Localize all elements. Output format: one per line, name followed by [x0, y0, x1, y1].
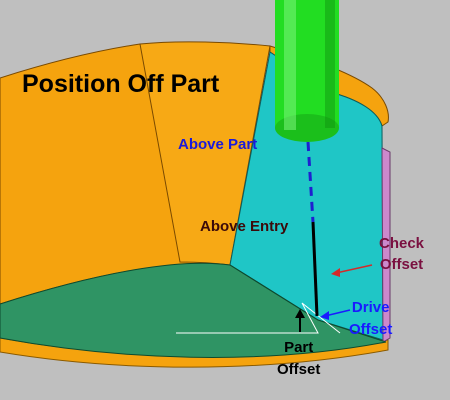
part-offset-line-2: Offset: [277, 360, 321, 378]
above-entry-label: Above Entry: [200, 218, 289, 235]
part-offset-label: Part Offset: [277, 337, 320, 381]
check-arrow-line: [335, 264, 373, 274]
drive-offset-line-1: Drive: [351, 299, 390, 316]
check-offset-label: Check Offset: [379, 233, 424, 275]
drive-offset-line-2: Offset: [349, 320, 393, 338]
tool-shadow: [325, 0, 335, 128]
part-arrow-icon: [295, 309, 305, 332]
tool-highlight: [284, 0, 296, 130]
pointer-arrow-icon: [331, 264, 373, 277]
check-offset-line-1: Check: [379, 235, 425, 252]
check-surface: [381, 147, 391, 343]
drive-arrow-line: [324, 309, 351, 317]
check-arrow-head: [331, 268, 340, 277]
drive-offset-label: Drive Offset: [349, 297, 392, 341]
above-part-label: Above Part: [178, 136, 258, 153]
drive-arrow-icon: [320, 309, 351, 320]
drive-arrow-head: [320, 311, 329, 320]
above-entry-path: [311, 221, 319, 317]
part-arrow-head: [295, 309, 305, 318]
above-part-path: [306, 141, 315, 223]
floor-wall-edge: [229, 264, 319, 321]
cylindrical-cutter-icon: [275, 0, 339, 142]
offset-reference-lines: [176, 302, 341, 334]
check-offset-line-2: Offset: [379, 256, 424, 273]
part-floor: [0, 262, 387, 358]
part-offset-line-1: Part: [284, 339, 314, 356]
diagram-title: Position Off Part: [22, 70, 220, 98]
